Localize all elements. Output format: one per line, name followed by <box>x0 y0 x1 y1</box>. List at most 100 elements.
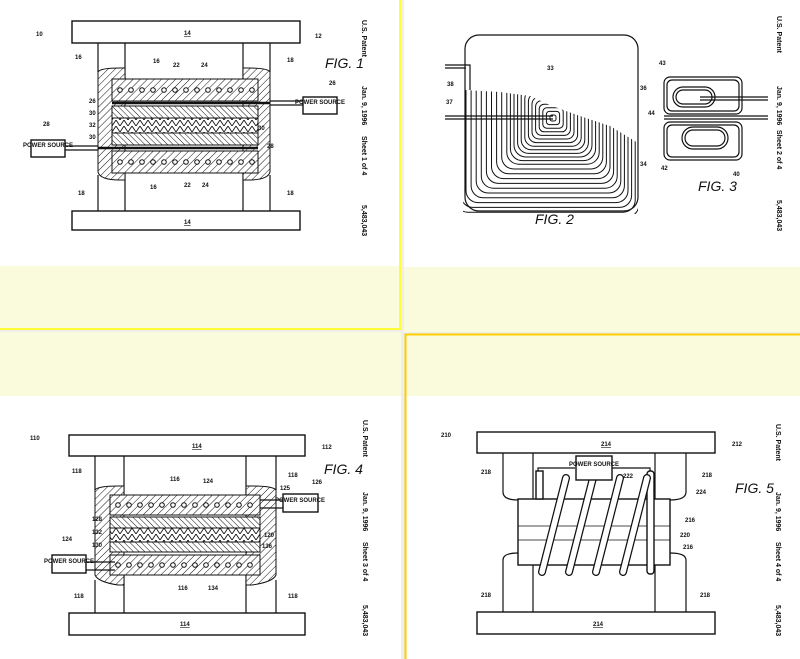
figure-caption: FIG. 2 <box>535 211 574 227</box>
cooling-channel <box>160 563 165 568</box>
cooling-channel <box>226 563 231 568</box>
figure-caption: FIG. 1 <box>325 55 364 71</box>
svg-text:40: 40 <box>733 172 740 178</box>
svg-text:42: 42 <box>661 166 668 172</box>
svg-text:22: 22 <box>184 183 191 189</box>
cooling-channel <box>160 503 165 508</box>
svg-text:U.S. Patent: U.S. Patent <box>775 16 782 54</box>
cooling-channel <box>193 503 198 508</box>
svg-text:5,483,043: 5,483,043 <box>361 605 368 636</box>
cooling-channel <box>250 88 255 93</box>
svg-text:216: 216 <box>685 518 696 524</box>
svg-text:214: 214 <box>601 442 612 448</box>
svg-text:134: 134 <box>208 586 219 592</box>
svg-text:Sheet 2 of 4: Sheet 2 of 4 <box>775 130 782 169</box>
cooling-channel <box>140 160 145 165</box>
svg-text:22: 22 <box>173 63 180 69</box>
svg-text:124: 124 <box>203 479 214 485</box>
cooling-channel <box>248 503 253 508</box>
upper-platen <box>477 432 715 453</box>
cooling-channel <box>204 503 209 508</box>
svg-text:U.S. Patent: U.S. Patent <box>774 424 781 462</box>
cooling-channel <box>195 88 200 93</box>
svg-text:110: 110 <box>30 436 40 442</box>
svg-text:112: 112 <box>322 445 332 451</box>
cooling-channel <box>149 503 154 508</box>
svg-text:30: 30 <box>89 111 96 117</box>
svg-text:218: 218 <box>481 593 492 599</box>
svg-text:120: 120 <box>264 533 275 539</box>
svg-text:Jan. 9, 1996: Jan. 9, 1996 <box>361 492 368 531</box>
svg-text:44: 44 <box>648 111 655 117</box>
svg-text:218: 218 <box>702 473 713 479</box>
svg-text:16: 16 <box>153 59 160 65</box>
svg-text:34: 34 <box>640 162 647 168</box>
cooling-channel <box>151 160 156 165</box>
cooling-channel <box>206 160 211 165</box>
cooling-channel <box>239 160 244 165</box>
cooling-channel <box>184 88 189 93</box>
power-source-label: POWER SOURCE <box>295 100 345 106</box>
svg-text:36: 36 <box>640 86 647 92</box>
svg-text:114: 114 <box>180 622 190 628</box>
svg-text:16: 16 <box>75 55 82 61</box>
svg-text:U.S. Patent: U.S. Patent <box>361 420 368 458</box>
svg-text:28: 28 <box>267 144 274 150</box>
svg-text:30: 30 <box>89 135 96 141</box>
svg-text:U.S. Patent: U.S. Patent <box>360 20 367 58</box>
cooling-channel <box>184 160 189 165</box>
cooling-channel <box>248 563 253 568</box>
svg-text:33: 33 <box>547 66 554 72</box>
cooling-channel <box>138 563 143 568</box>
svg-text:118: 118 <box>288 594 298 600</box>
cooling-channel <box>215 563 220 568</box>
svg-text:5,483,043: 5,483,043 <box>774 605 781 636</box>
cooling-channel <box>129 88 134 93</box>
figure-caption: FIG. 5 <box>735 480 774 496</box>
svg-text:38: 38 <box>447 82 454 88</box>
svg-text:30: 30 <box>258 126 265 132</box>
svg-text:Sheet 1 of 4: Sheet 1 of 4 <box>360 136 367 175</box>
svg-text:118: 118 <box>288 473 298 479</box>
figure-caption: FIG. 4 <box>324 461 363 477</box>
cooling-channel <box>182 563 187 568</box>
svg-text:14: 14 <box>184 31 191 37</box>
upper-platen <box>69 435 305 456</box>
cooling-channel <box>162 160 167 165</box>
svg-text:125: 125 <box>280 486 291 492</box>
power-source-label: POWER SOURCE <box>23 143 73 149</box>
cooling-channel <box>250 160 255 165</box>
svg-text:18: 18 <box>287 58 294 64</box>
cooling-channel <box>140 88 145 93</box>
cooling-channel <box>173 88 178 93</box>
svg-text:32: 32 <box>89 123 96 129</box>
cooling-channel <box>151 88 156 93</box>
svg-text:Jan. 9, 1996: Jan. 9, 1996 <box>775 86 782 125</box>
cooling-channel <box>215 503 220 508</box>
svg-text:Jan. 9, 1996: Jan. 9, 1996 <box>774 492 781 531</box>
svg-text:222: 222 <box>623 474 634 480</box>
svg-text:14: 14 <box>184 220 191 226</box>
svg-text:132: 132 <box>92 530 103 536</box>
cooling-channel <box>171 563 176 568</box>
svg-text:116: 116 <box>178 586 188 592</box>
svg-text:124: 124 <box>62 537 73 543</box>
svg-text:114: 114 <box>192 444 202 450</box>
svg-text:24: 24 <box>201 63 208 69</box>
svg-text:218: 218 <box>700 593 711 599</box>
cooling-channel <box>237 503 242 508</box>
svg-text:130: 130 <box>92 543 103 549</box>
cooling-channel <box>237 563 242 568</box>
svg-text:Jan. 9, 1996: Jan. 9, 1996 <box>360 86 367 125</box>
svg-text:126: 126 <box>312 480 323 486</box>
cooling-channel <box>127 563 132 568</box>
cooling-channel <box>228 88 233 93</box>
svg-text:37: 37 <box>446 100 453 106</box>
cooling-channel <box>116 503 121 508</box>
svg-text:16: 16 <box>150 185 157 191</box>
svg-text:18: 18 <box>287 191 294 197</box>
svg-text:118: 118 <box>72 469 82 475</box>
cooling-channel <box>116 563 121 568</box>
